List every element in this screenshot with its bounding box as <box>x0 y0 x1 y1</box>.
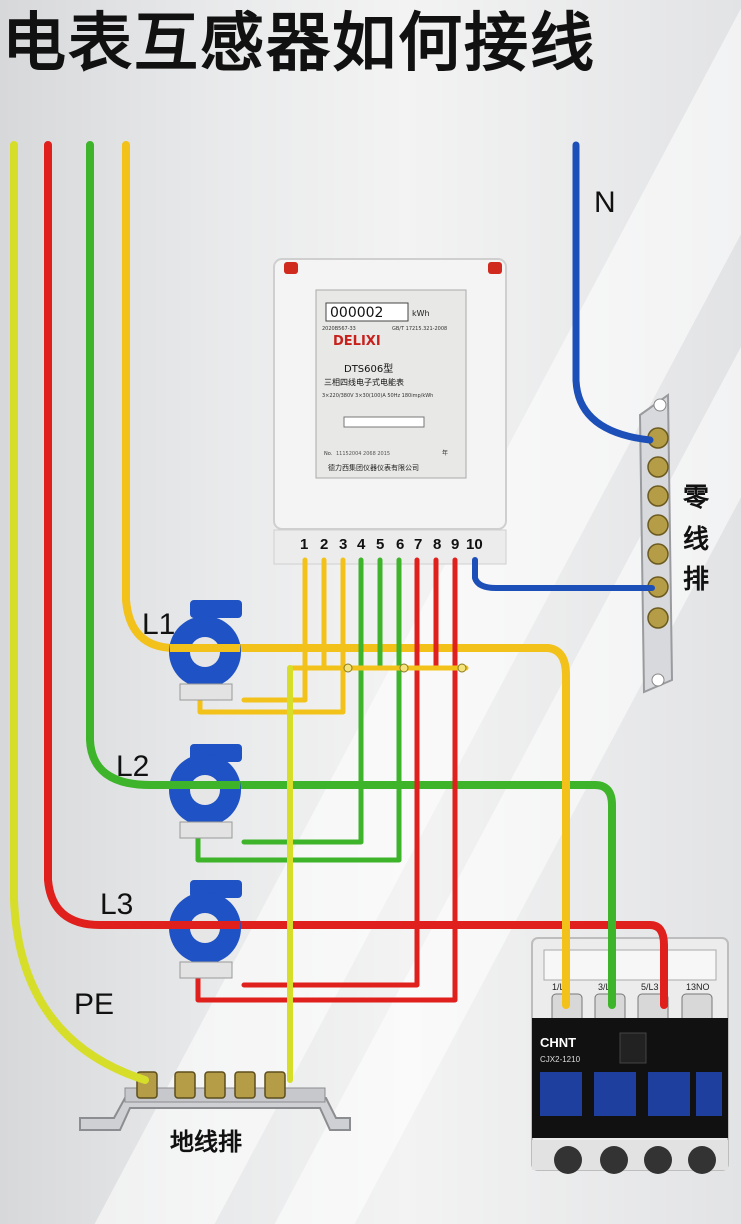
meter-standard: GB/T 17215.321-2008 <box>392 326 447 332</box>
terminal-number: 8 <box>433 536 441 553</box>
page-title: 电表互感器如何接线 <box>2 7 596 81</box>
meter-brand: DELIXI <box>333 334 381 349</box>
meter-lead <box>195 557 402 863</box>
label-neutral: N <box>594 186 616 219</box>
meter-lead <box>241 557 364 845</box>
contactor-terminal-label: 1/L1 <box>552 982 570 992</box>
current-transformer-l2 <box>169 744 242 839</box>
neutral-wire <box>572 141 654 444</box>
meter-maker: 德力西集团仪器仪表有限公司 <box>328 463 419 472</box>
label-l2: L2 <box>116 750 150 783</box>
terminal-number: 5 <box>376 536 384 553</box>
label-neutral-bar-1: 零 <box>683 483 710 513</box>
meter-cert: 2020B567-33 <box>322 326 356 332</box>
meter-serial: 11152004 2068 2015 <box>336 451 390 457</box>
meter-serial-prefix: No. <box>324 451 333 457</box>
meter-lead <box>197 557 346 715</box>
meter-spec: 3×220/380V 3×30(100)A 50Hz 180imp/kWh <box>322 393 433 399</box>
meter-description: 三相四线电子式电能表 <box>324 377 404 387</box>
meter-neutral-wire <box>472 557 655 591</box>
terminal-number: 4 <box>357 536 366 553</box>
terminal-number: 7 <box>414 536 422 553</box>
terminal-number: 10 <box>466 536 483 553</box>
label-ground-bar: 地线排 <box>170 1128 242 1156</box>
pe-wire <box>10 141 149 1084</box>
meter-model: DTS606型 <box>344 362 393 375</box>
terminal-number: 1 <box>300 536 308 553</box>
l2-phase-wire <box>86 141 616 1009</box>
terminal-number: 9 <box>451 536 459 553</box>
meter-lead <box>241 557 308 703</box>
contactor-terminal-label: 5/L3 <box>641 982 659 992</box>
l3-phase-wire <box>44 141 668 1009</box>
meter-lead <box>241 557 420 988</box>
contactor-terminal-label: 13NO <box>686 982 710 992</box>
neutral-busbar <box>638 393 674 694</box>
terminal-number: 2 <box>320 536 328 553</box>
meter-year-suffix: 年 <box>442 449 448 457</box>
junction-dots <box>343 663 467 673</box>
electricity-meter: 000002 kWh 2020B567-33 GB/T 17215.321-20… <box>273 258 507 565</box>
label-neutral-bar-2: 线 <box>683 525 710 555</box>
label-l1: L1 <box>142 608 176 641</box>
label-pe: PE <box>74 988 115 1021</box>
contactor-terminal-label: 3/L2 <box>598 982 616 992</box>
terminal-number: 6 <box>396 536 404 553</box>
contactor-brand: CHNT <box>540 1035 576 1050</box>
label-l3: L3 <box>100 888 134 921</box>
contactor-model: CJX2-1210 <box>540 1055 581 1064</box>
terminal-number: 3 <box>339 536 347 553</box>
meter-lead <box>195 557 458 1003</box>
meter-unit: kWh <box>412 309 430 318</box>
meter-counter: 000002 <box>330 305 383 321</box>
label-neutral-bar-3: 排 <box>683 565 710 595</box>
contactor: 1/L1 3/L2 5/L3 13NO CHNT CJX2-1210 <box>531 937 729 1174</box>
